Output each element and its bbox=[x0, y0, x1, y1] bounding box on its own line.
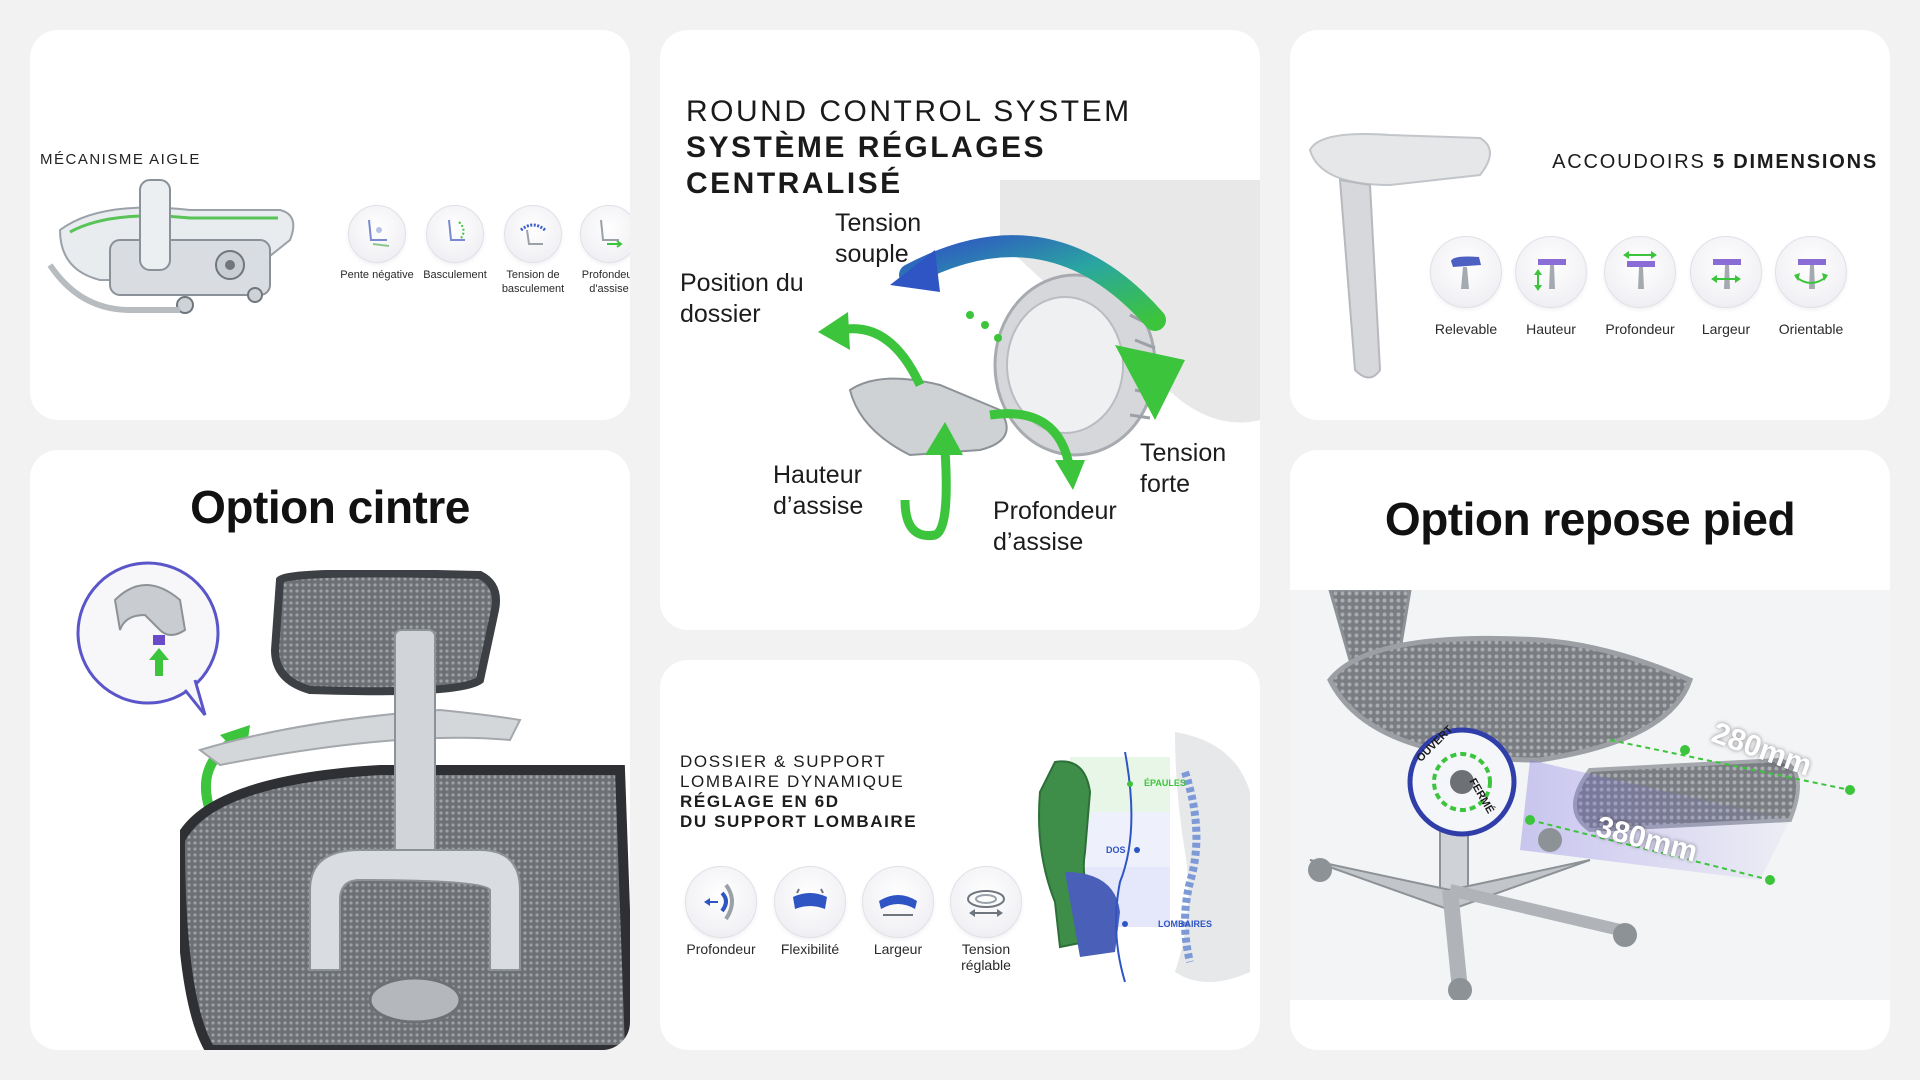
callout-tension-souple: Tension souple bbox=[835, 209, 922, 268]
mecanisme-illustration bbox=[47, 179, 295, 314]
round-control-illustration bbox=[848, 180, 1260, 457]
relevable-label: Relevable bbox=[1434, 321, 1498, 337]
hauteur-icon bbox=[1515, 236, 1587, 308]
lombaire-title-line2: LOMBAIRE DYNAMIQUE bbox=[680, 772, 905, 791]
orientable-label: Orientable bbox=[1778, 321, 1844, 337]
mecanisme-feature bbox=[580, 205, 630, 263]
cintre-title: Option cintre bbox=[190, 481, 470, 533]
repose-pied-illustration bbox=[1290, 590, 1890, 1000]
cintre-zoom-bubble bbox=[76, 561, 220, 716]
repose-pied-dial bbox=[1407, 727, 1517, 837]
card-option-cintre: Option cintre bbox=[30, 450, 630, 1050]
hauteur-assise-arrow bbox=[900, 422, 963, 541]
hauteur-label: Hauteur bbox=[1526, 321, 1576, 337]
largeur-lombaire-label: Largeur bbox=[873, 941, 923, 957]
profondeur-label: Profondeur bbox=[1605, 321, 1675, 337]
lombaire-title: DOSSIER & SUPPORT LOMBAIRE DYNAMIQUE RÉG… bbox=[680, 752, 917, 832]
mecanisme-label-basculement: Basculement bbox=[423, 269, 487, 281]
lombaire-title-line4: DU SUPPORT LOMBAIRE bbox=[680, 812, 918, 831]
tension-reglable-label: Tension réglable bbox=[961, 941, 1011, 973]
callout-position-dossier: Position du dossier bbox=[680, 269, 804, 328]
round-control-title-line2: SYSTÈME RÉGLAGES bbox=[686, 131, 1047, 164]
card-mecanisme-aigle: MÉCANISME AIGLE Pente négative Basculeme… bbox=[30, 30, 630, 420]
largeur-lombaire-icon bbox=[862, 866, 934, 938]
repose-pied-title: Option repose pied bbox=[1384, 493, 1796, 545]
flexibilite-label: Flexibilité bbox=[780, 941, 840, 957]
round-control-title-line3: CENTRALISÉ bbox=[686, 167, 903, 200]
largeur-icon bbox=[1690, 236, 1762, 308]
accoudoirs-title-bold: 5 DIMENSIONS bbox=[1713, 151, 1878, 173]
profondeur-lombaire-label: Profondeur bbox=[686, 941, 756, 957]
profondeur-lombaire-icon bbox=[685, 866, 757, 938]
callout-hauteur-assise: Hauteur d’assise bbox=[773, 461, 864, 520]
lombaire-title-line1: DOSSIER & SUPPORT bbox=[680, 752, 887, 771]
mecanisme-feature bbox=[348, 205, 406, 263]
tension-basculement-icon bbox=[504, 205, 562, 263]
basculement-icon bbox=[426, 205, 484, 263]
card-round-control: ROUND CONTROL SYSTEM SYSTÈME RÉGLAGES CE… bbox=[660, 30, 1260, 630]
accoudoirs-title-pre: ACCOUDOIRS bbox=[1552, 151, 1706, 173]
round-control-title: ROUND CONTROL SYSTEM SYSTÈME RÉGLAGES CE… bbox=[686, 94, 1132, 202]
round-control-title-line1: ROUND CONTROL SYSTEM bbox=[686, 95, 1132, 128]
position-dossier-arrow bbox=[818, 312, 925, 387]
mecanisme-feature bbox=[426, 205, 484, 263]
tension-reglable-icon bbox=[950, 866, 1022, 938]
lombaire-spine-illustration bbox=[1038, 732, 1250, 983]
mecanisme-feature bbox=[504, 205, 562, 263]
card-accoudoirs: ACCOUDOIRS 5 DIMENSIONS Relevable Hauteu… bbox=[1290, 30, 1890, 420]
pente-negative-icon bbox=[348, 205, 406, 263]
profondeur-icon bbox=[1604, 236, 1676, 308]
largeur-label: Largeur bbox=[1701, 321, 1751, 337]
callout-profondeur-assise: Profondeur d’assise bbox=[993, 497, 1117, 556]
mecanisme-label-pente: Pente négative bbox=[340, 269, 414, 281]
zone-dos-label: DOS bbox=[1106, 845, 1126, 855]
zone-lombaires-label: LOMBAIRES bbox=[1158, 919, 1212, 929]
cintre-chair-illustration bbox=[180, 570, 630, 1050]
mecanisme-title: MÉCANISME AIGLE bbox=[40, 151, 201, 168]
profondeur-assise-arrow bbox=[989, 409, 1085, 490]
flexibilite-icon bbox=[774, 866, 846, 938]
relevable-icon bbox=[1430, 236, 1502, 308]
zone-epaules-label: ÉPAULES bbox=[1144, 778, 1186, 788]
lombaire-title-line3: RÉGLAGE EN 6D bbox=[680, 792, 840, 811]
profondeur-assise-icon bbox=[580, 205, 630, 263]
mecanisme-label-profondeur: Profondeur d'assise bbox=[581, 269, 630, 295]
armrest-illustration bbox=[1308, 133, 1491, 379]
callout-tension-forte: Tension forte bbox=[1140, 439, 1227, 498]
card-support-lombaire: DOSSIER & SUPPORT LOMBAIRE DYNAMIQUE RÉG… bbox=[660, 660, 1260, 1050]
mecanisme-label-tension: Tension de basculement bbox=[501, 269, 565, 295]
card-option-repose-pied: Option repose pied bbox=[1290, 450, 1890, 1050]
accoudoirs-title: ACCOUDOIRS 5 DIMENSIONS bbox=[1552, 151, 1878, 174]
orientable-icon bbox=[1775, 236, 1847, 308]
